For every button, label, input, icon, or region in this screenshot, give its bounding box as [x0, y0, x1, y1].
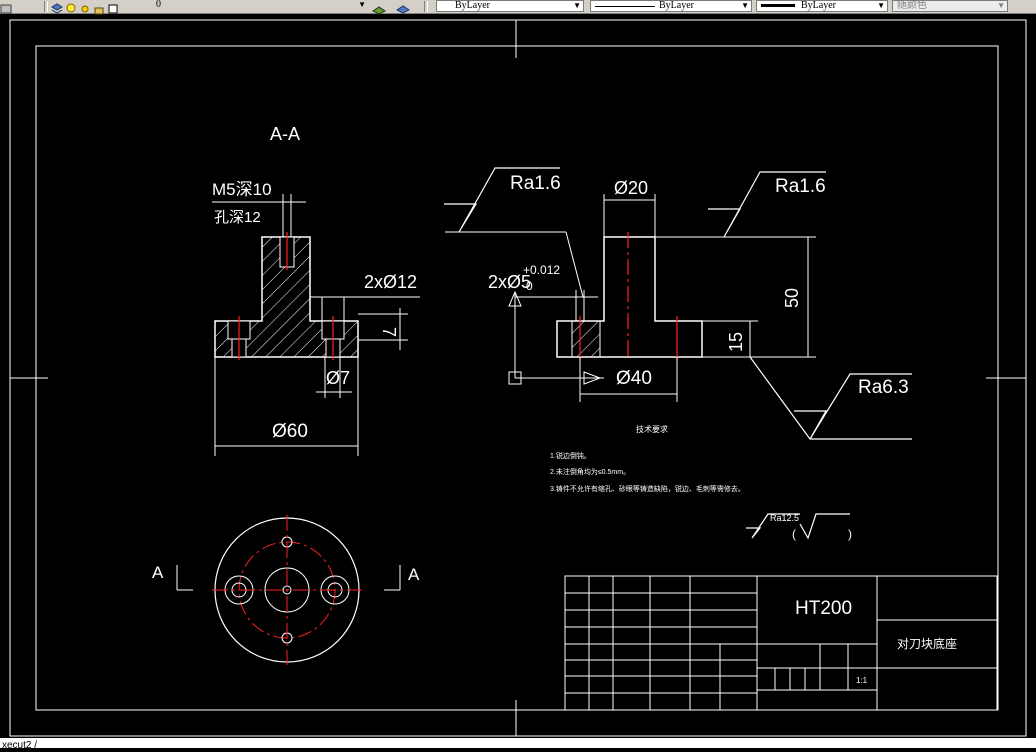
- layers-icon[interactable]: [50, 0, 64, 14]
- drawing-canvas[interactable]: A-A: [0, 14, 1036, 738]
- properties-toolbar: 0 ▼ ByLayer ▼ ByLayer ▼ ByLayer ▼ 随颜色 ▼: [0, 0, 1036, 15]
- fifty-dim: 50: [782, 288, 802, 308]
- roughness-general: Ra12.5: [770, 513, 799, 523]
- color-swatch-icon[interactable]: [106, 0, 120, 14]
- view-label-left: A: [152, 563, 164, 582]
- tech-req-item: 3.铸件不允许有缩孔、砂眼等铸造缺陷，锐边、毛刺等需修去。: [550, 484, 745, 493]
- title-block-part-name: 对刀块底座: [897, 636, 957, 651]
- lightbulb-icon[interactable]: [64, 0, 78, 13]
- fifteen-dim: 15: [726, 332, 746, 352]
- roughness-bottom: Ra6.3: [858, 377, 909, 398]
- title-block-material: HT200: [795, 598, 852, 619]
- tolerance-lower: 0: [526, 279, 533, 293]
- chevron-down-icon: ▼: [877, 1, 885, 10]
- toolbar-separator: [44, 1, 48, 12]
- title-block-scale: 1:1: [856, 676, 868, 685]
- title-block: [564, 575, 998, 711]
- chevron-down-icon: ▼: [358, 0, 366, 9]
- lineweight-preview: [761, 4, 795, 7]
- tech-req-item: 2.未注倒角均为≤0.5mm。: [550, 467, 630, 476]
- toolbar-separator: [424, 1, 428, 12]
- tech-req-title: 技术要求: [636, 424, 668, 434]
- seven-dim: 7: [379, 327, 399, 337]
- chevron-down-icon: ▼: [997, 1, 1005, 10]
- roughness-left: Ra1.6: [510, 173, 561, 194]
- tolerance-upper: +0.012: [523, 263, 560, 277]
- layer-manager-icon[interactable]: [0, 0, 14, 14]
- thread-dim: M5深10: [212, 180, 272, 199]
- roughness-symbols: [444, 167, 912, 540]
- linetype-control-value: ByLayer: [659, 0, 694, 11]
- linetype-control-dropdown[interactable]: ByLayer ▼: [590, 0, 752, 12]
- sun-icon[interactable]: [78, 0, 92, 13]
- lock-icon[interactable]: [92, 0, 106, 15]
- dia7-dim: Ø7: [326, 368, 350, 388]
- make-layer-current-icon[interactable]: [372, 0, 386, 15]
- two-dia12-dim: 2xØ12: [364, 272, 417, 292]
- roughness-right: Ra1.6: [775, 176, 826, 197]
- color-control-dropdown[interactable]: ByLayer ▼: [436, 0, 584, 12]
- front-view: Ø20 2xØ5 +0.012 0 50 15 Ø40: [445, 178, 816, 402]
- section-view: M5深10 孔深12 2xØ12 7 Ø7 Ø60: [212, 180, 420, 456]
- command-line-text: xecut2 /: [2, 740, 38, 751]
- color-control-value: ByLayer: [455, 0, 490, 11]
- paren-open: (: [792, 527, 796, 541]
- chevron-down-icon: ▼: [741, 1, 749, 10]
- section-label: A-A: [270, 124, 300, 144]
- lineweight-control-dropdown[interactable]: ByLayer ▼: [756, 0, 888, 12]
- layer-dropdown-value: 0: [156, 0, 161, 10]
- dia20-dim: Ø20: [614, 178, 648, 198]
- paren-close: ): [848, 527, 852, 541]
- plotstyle-control-value: 随颜色: [897, 0, 927, 11]
- hole-depth-dim: 孔深12: [214, 209, 261, 226]
- plan-view: A A: [152, 515, 420, 665]
- tech-req-item: 1.锐边倒钝。: [550, 451, 591, 460]
- two-dia5-dim: 2xØ5: [488, 272, 531, 292]
- command-line[interactable]: xecut2 /: [0, 738, 1036, 751]
- chevron-down-icon: ▼: [573, 1, 581, 10]
- dia60-dim: Ø60: [272, 421, 308, 442]
- dia40-dim: Ø40: [616, 368, 652, 389]
- drawing-svg: A-A: [9, 19, 1027, 737]
- lineweight-control-value: ByLayer: [801, 0, 836, 11]
- center-marks: [10, 20, 1026, 736]
- plotstyle-control-dropdown[interactable]: 随颜色 ▼: [892, 0, 1008, 12]
- layer-dropdown[interactable]: 0 ▼: [116, 0, 368, 12]
- layer-previous-icon[interactable]: [396, 0, 410, 14]
- linetype-preview: [595, 6, 655, 7]
- view-label-right: A: [408, 565, 420, 584]
